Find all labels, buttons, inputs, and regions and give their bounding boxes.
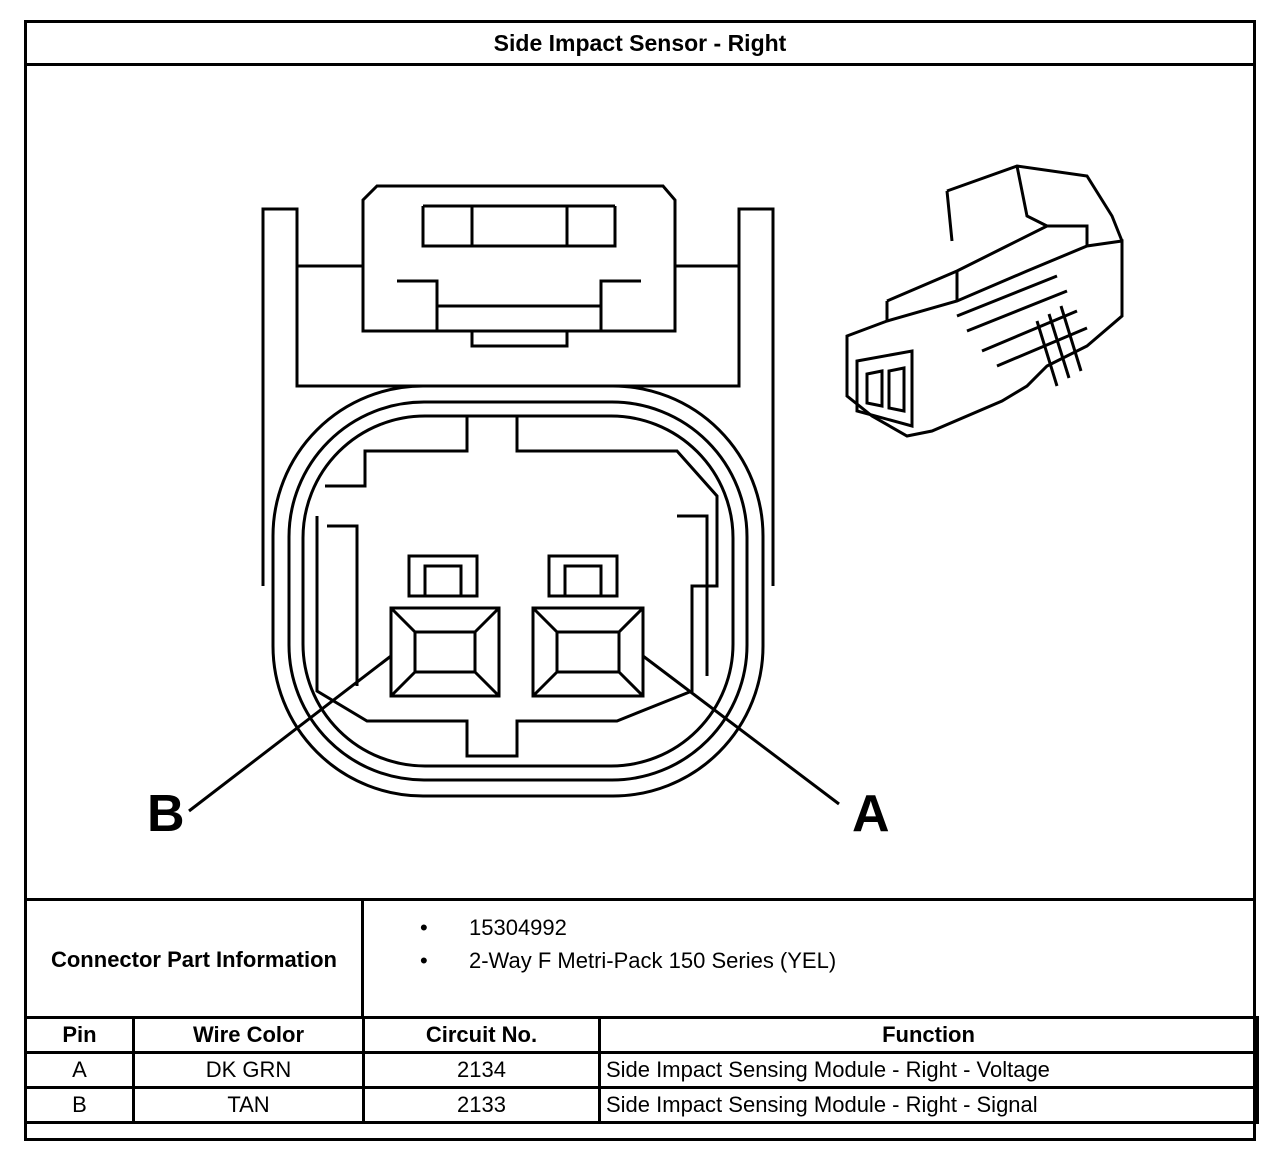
pin-cell: B	[24, 1086, 135, 1124]
header-pin: Pin	[24, 1016, 135, 1054]
wire-color-cell: TAN	[132, 1086, 365, 1124]
diagram-title: Side Impact Sensor - Right	[27, 23, 1253, 66]
wire-color-cell: DK GRN	[132, 1051, 365, 1089]
pin-label-a: A	[852, 785, 890, 843]
table-row: A DK GRN 2134 Side Impact Sensing Module…	[24, 1051, 1259, 1089]
connector-description: 2-Way F Metri-Pack 150 Series (YEL)	[364, 944, 836, 977]
function-cell: Side Impact Sensing Module - Right - Sig…	[598, 1086, 1259, 1124]
header-function: Function	[598, 1016, 1259, 1054]
function-cell: Side Impact Sensing Module - Right - Vol…	[598, 1051, 1259, 1089]
circuit-cell: 2133	[362, 1086, 601, 1124]
pin-cell: A	[24, 1051, 135, 1089]
header-circuit: Circuit No.	[362, 1016, 601, 1054]
connector-part-number: 15304992	[364, 911, 836, 944]
pin-table-header: Pin Wire Color Circuit No. Function	[24, 1016, 1259, 1054]
connector-info-label: Connector Part Information	[27, 901, 364, 1018]
connector-info-list: 15304992 2-Way F Metri-Pack 150 Series (…	[364, 911, 836, 977]
header-wire-color: Wire Color	[132, 1016, 365, 1054]
pin-label-b: B	[147, 785, 185, 843]
connector-drawing: B A	[27, 66, 1253, 899]
circuit-cell: 2134	[362, 1051, 601, 1089]
connector-part-information: Connector Part Information 15304992 2-Wa…	[27, 898, 1253, 1018]
diagram-frame: Side Impact Sensor - Right	[24, 20, 1259, 1141]
table-row: B TAN 2133 Side Impact Sensing Module - …	[24, 1086, 1259, 1124]
pin-table: Pin Wire Color Circuit No. Function A DK…	[24, 1016, 1259, 1124]
connector-face-view	[188, 164, 1124, 813]
